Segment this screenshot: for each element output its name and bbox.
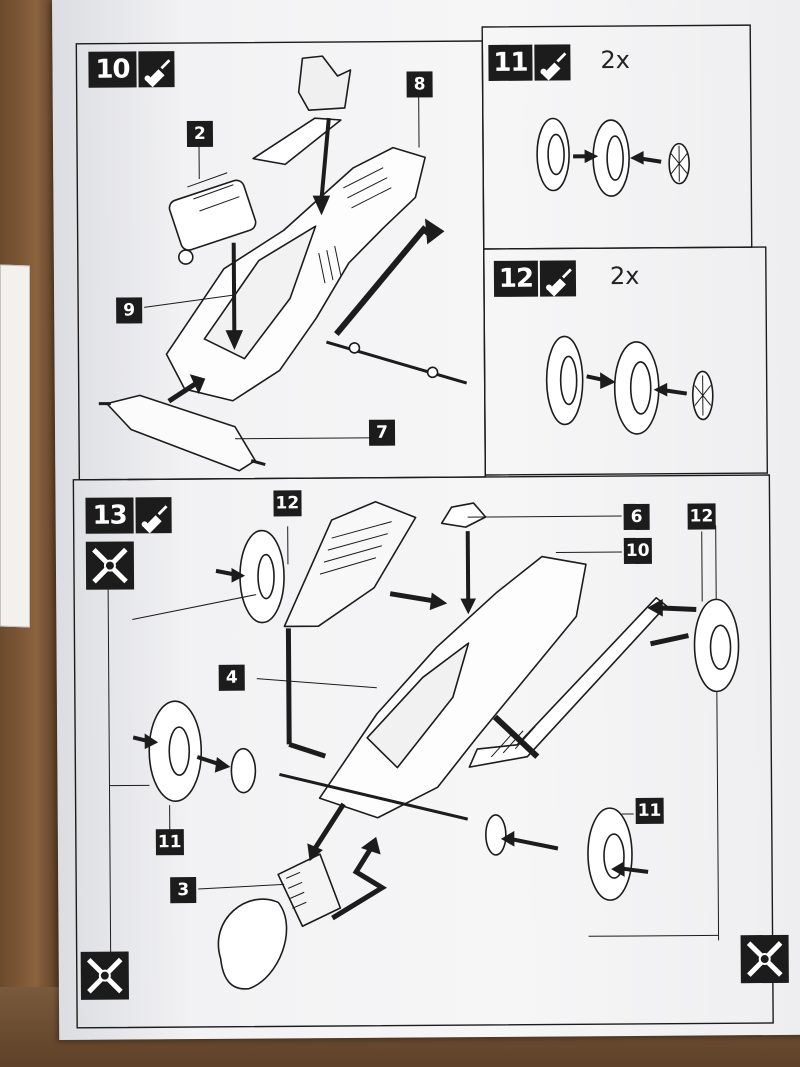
part-number-tag: 2 bbox=[186, 120, 214, 148]
cross-tool-icon bbox=[740, 934, 789, 984]
part-number-tag: 12 bbox=[273, 490, 302, 517]
step13-drawing bbox=[148, 500, 740, 990]
step11-arrows bbox=[573, 149, 662, 165]
part-number-tag: 7 bbox=[368, 419, 396, 446]
cross-tool-icon bbox=[80, 951, 129, 1000]
instruction-sheet: 10 8 2 9 7 11 2x 12 2x 13 12 6 10 12 4 1… bbox=[52, 0, 800, 1040]
part-number-tag: 3 bbox=[170, 877, 197, 904]
cross-tool-icon bbox=[85, 541, 135, 590]
background-card bbox=[0, 264, 30, 628]
panel-step-12 bbox=[483, 246, 769, 476]
part-number-tag: 11 bbox=[155, 829, 184, 856]
panel-step-13 bbox=[72, 474, 774, 1029]
part-number-tag: 11 bbox=[635, 797, 664, 824]
part-number-tag: 4 bbox=[218, 664, 245, 691]
assembly-drawings bbox=[72, 24, 774, 1029]
step12-drawing bbox=[545, 335, 714, 435]
step-10-number: 10 bbox=[88, 51, 137, 88]
quantity-label: 2x bbox=[609, 261, 640, 291]
step-11-number: 11 bbox=[488, 44, 533, 81]
step10-arrows bbox=[167, 117, 445, 404]
glue-tube-icon bbox=[534, 44, 571, 81]
step11-drawing bbox=[536, 117, 690, 197]
step13-leaders bbox=[109, 515, 719, 937]
glue-tube-icon bbox=[539, 260, 577, 297]
part-number-tag: 6 bbox=[623, 503, 650, 531]
part-number-tag: 9 bbox=[116, 297, 143, 324]
step12-arrows bbox=[586, 372, 688, 397]
step-13-number: 13 bbox=[85, 497, 134, 534]
glue-tube-icon bbox=[138, 51, 175, 88]
glue-tube-icon bbox=[135, 497, 172, 534]
step13-arrows bbox=[132, 531, 697, 921]
part-number-tag: 12 bbox=[687, 503, 716, 530]
step-12-number: 12 bbox=[493, 260, 539, 297]
part-number-tag: 10 bbox=[623, 537, 652, 565]
part-number-tag: 8 bbox=[406, 71, 433, 98]
step10-leaders bbox=[144, 95, 420, 440]
step10-drawing bbox=[98, 55, 468, 472]
quantity-label: 2x bbox=[600, 45, 631, 75]
